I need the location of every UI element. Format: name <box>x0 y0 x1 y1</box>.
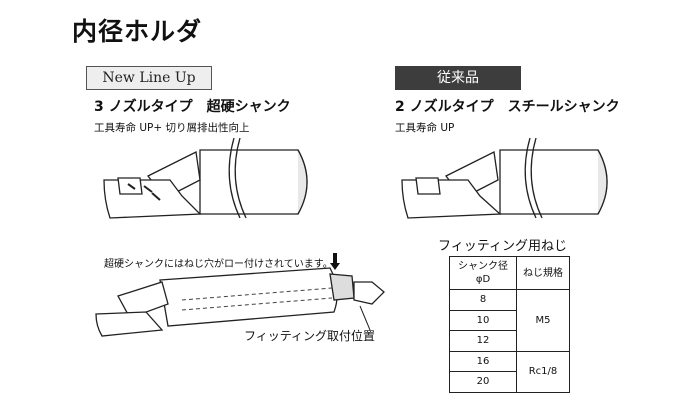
coolant-arrows <box>127 183 161 201</box>
diameter-cell: 12 <box>449 330 517 352</box>
page-title: 内径ホルダ <box>72 17 203 46</box>
diameter-header-line1: シャンク径 <box>458 261 508 272</box>
table-row: 8 M5 <box>449 289 570 352</box>
thread-cell-rc18: Rc1/8 <box>516 350 570 393</box>
diameter-cell: 16 <box>449 350 517 372</box>
left-heading: 3 ノズルタイプ 超硬シャンク <box>94 99 291 115</box>
conventional-tag: 従来品 <box>395 66 521 90</box>
diameter-cell: 10 <box>449 309 517 331</box>
right-heading: 2 ノズルタイプ スチールシャンク <box>395 99 620 115</box>
diameter-header-line2: φD <box>475 274 491 285</box>
right-feature: 工具寿命 UP <box>395 122 455 134</box>
three-nozzle-holder-drawing <box>103 137 308 219</box>
diameter-header: シャンク径 φD <box>449 256 517 290</box>
thread-header: ねじ規格 <box>516 256 570 290</box>
diameter-cell: 20 <box>449 371 517 393</box>
thread-cell-m5: M5 <box>516 289 570 352</box>
two-nozzle-holder-drawing <box>401 137 608 219</box>
table-row: 16 Rc1/8 <box>449 350 570 393</box>
fitting-thread-table: シャンク径 φD ねじ規格 8 M5 10 12 16 Rc1/8 20 <box>449 256 570 393</box>
brazed-thread-note: 超硬シャンクにはねじ穴がロー付けされています。 <box>104 259 333 270</box>
fitting-holder-drawing <box>95 267 385 337</box>
fitting-position-leader <box>359 305 371 331</box>
new-line-up-tag: New Line Up <box>86 66 212 90</box>
diameter-cell: 8 <box>449 289 517 311</box>
fitting-position-label: フィッティング取付位置 <box>244 329 376 343</box>
down-arrow-icon <box>330 253 340 270</box>
fitting-table-title: フィッティング用ねじ <box>438 239 567 254</box>
table-row: 20 <box>449 371 570 393</box>
left-feature: 工具寿命 UP+ 切り屑排出性向上 <box>94 122 250 134</box>
